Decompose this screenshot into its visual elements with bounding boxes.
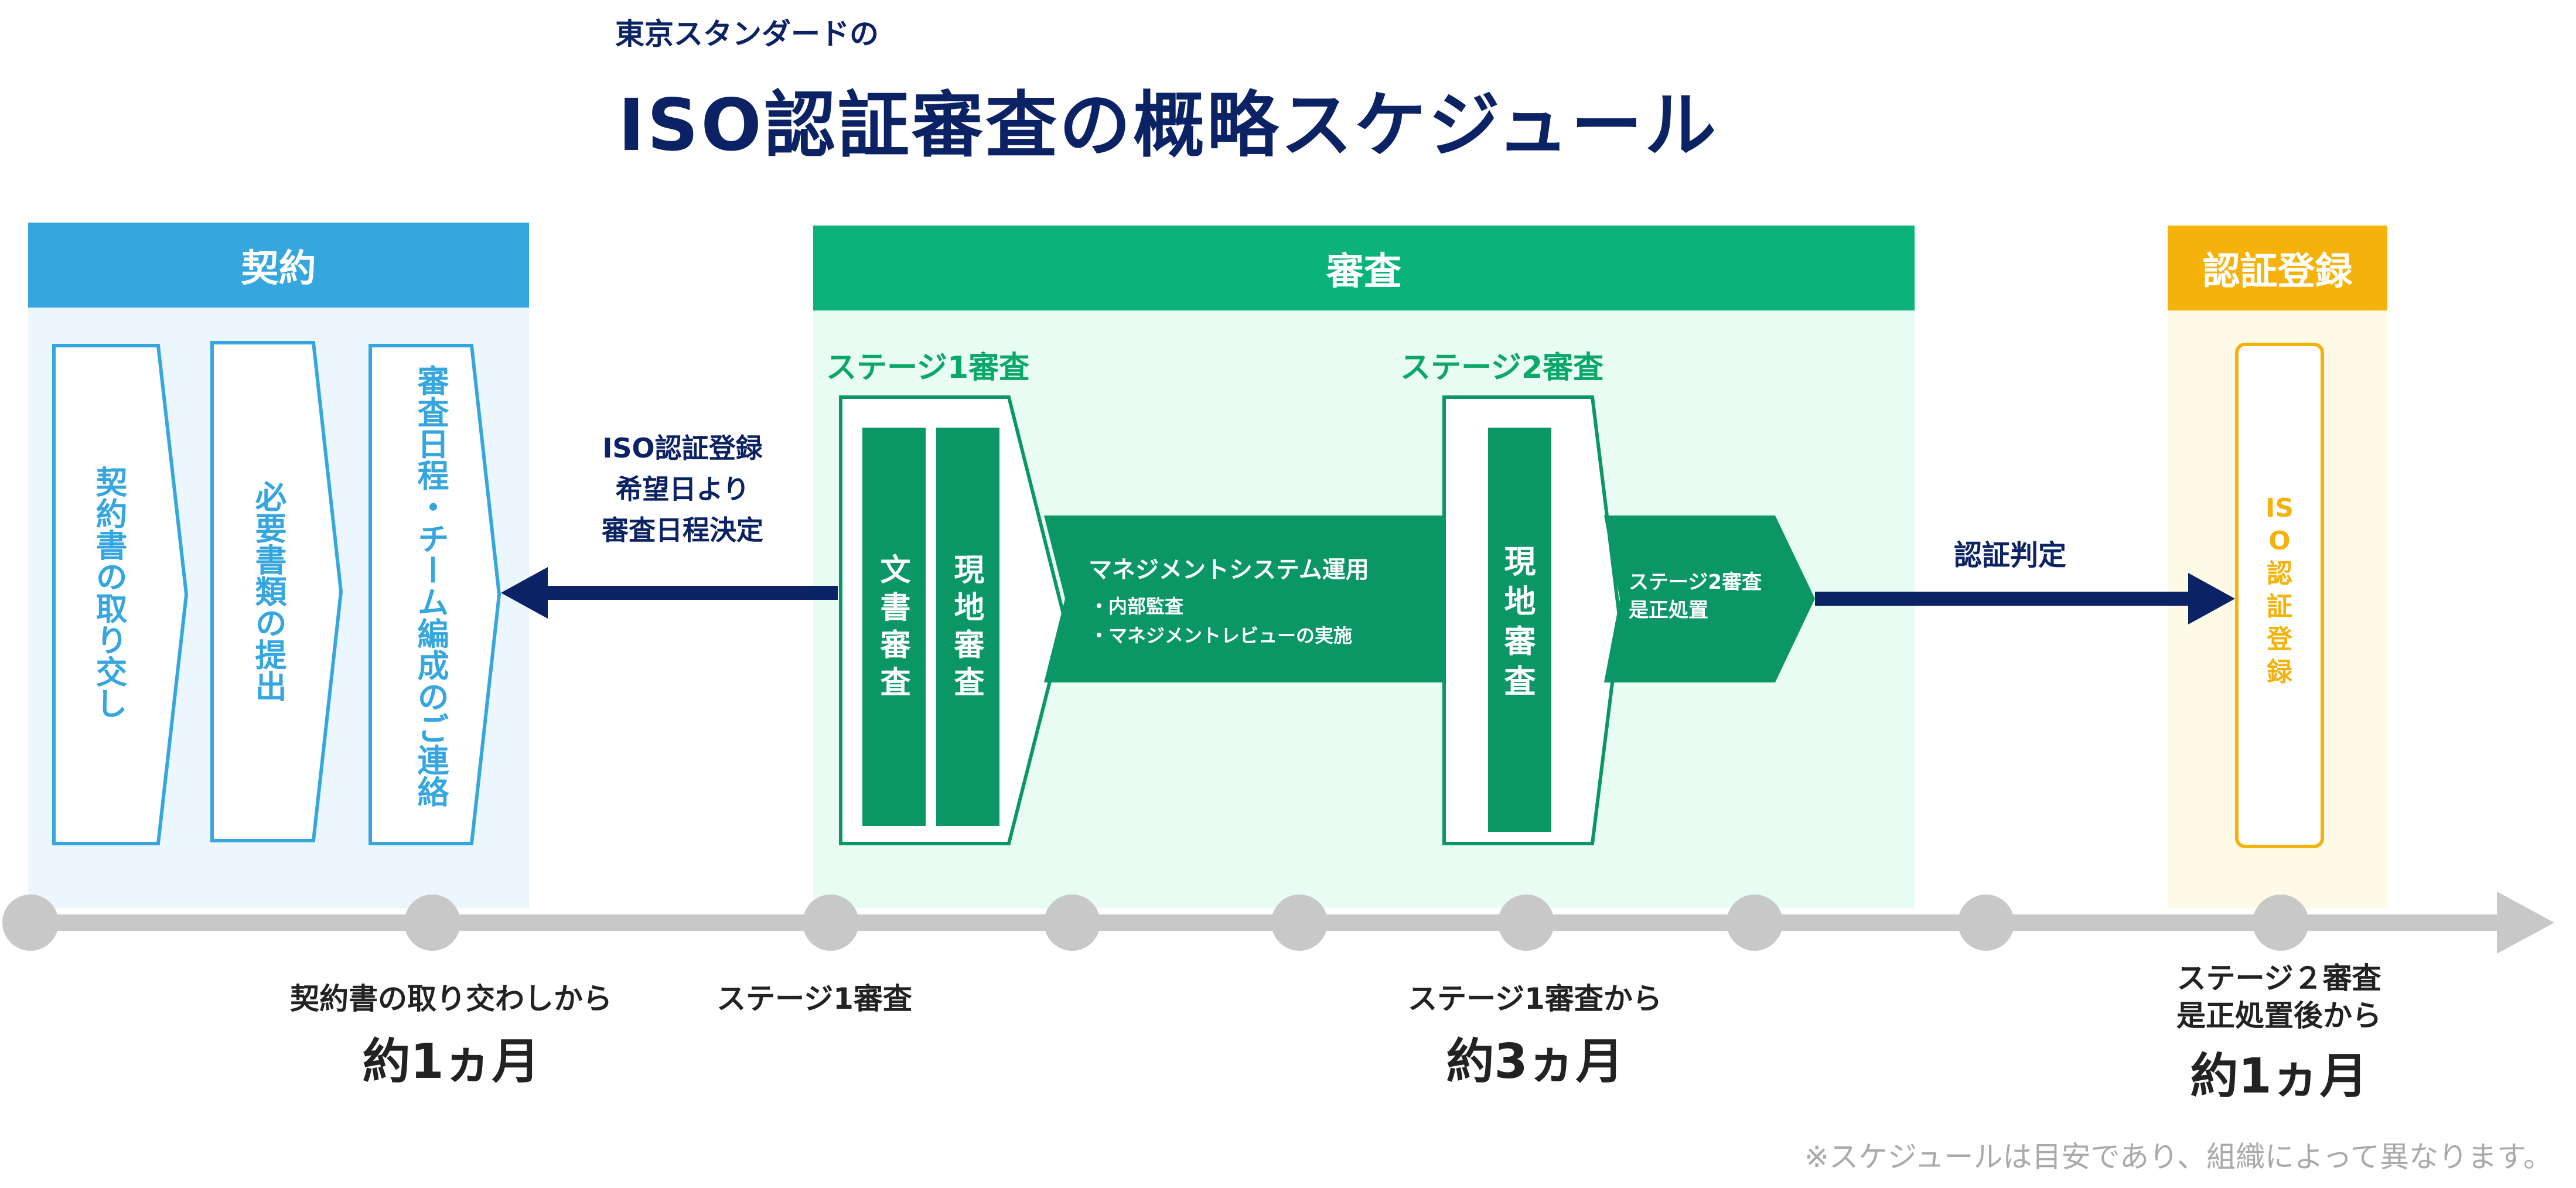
timeline-dot: [2253, 895, 2309, 951]
timeline-dots: [2, 895, 2309, 951]
correction-shape: [1604, 516, 1815, 682]
contract-step-2-shape: [210, 341, 343, 842]
timeline-dot: [803, 895, 859, 951]
timeline-label-1: 契約書の取り交わしから 約1ヵ月: [252, 975, 650, 1092]
schedule-note-line: ISO認証登録: [602, 432, 763, 464]
footnote: ※スケジュールは目安であり、組織によって異なります。: [1804, 1140, 2553, 1174]
timeline-label-main: 約1ヵ月: [362, 1034, 540, 1090]
contract-step-2: 必要書類の提出: [250, 480, 286, 702]
page-title: ISO認証審査の概略スケジュール: [618, 84, 1719, 167]
stage1-label: ステージ1審査: [826, 350, 1030, 385]
contract-header: 契約: [28, 223, 529, 308]
contract-step-1: 契約書の取り交し: [90, 466, 127, 719]
timeline-dot: [1727, 895, 1783, 951]
management-band: [1044, 516, 1442, 682]
timeline-label-sub: ステージ1審査から: [1408, 982, 1662, 1016]
timeline-dot: [2, 895, 59, 951]
contract-step-3-shape: [369, 344, 501, 845]
timeline-label-main: 約1ヵ月: [2190, 1049, 2368, 1104]
timeline-label-sub: ステージ1審査: [716, 982, 912, 1016]
left-arrow-head: [501, 567, 548, 619]
registration-header: 認証登録: [2168, 226, 2387, 310]
timeline-arrowhead: [2497, 892, 2554, 954]
timeline-dot: [404, 895, 460, 951]
timeline-dot: [1958, 895, 2014, 951]
schedule-note-line: 審査日程決定: [602, 514, 763, 546]
stage1-doc-box: [862, 428, 926, 826]
correction-text: ステージ2審査 是正処置: [1629, 568, 1762, 624]
timeline-label-2: ステージ1審査: [691, 975, 937, 1018]
registration-box-line: ISO認証登録: [2265, 493, 2294, 687]
schedule-note-line: 希望日より: [615, 473, 750, 505]
stage1-doc-text: 文書審査: [875, 554, 910, 704]
stage1-site-text: 現地審査: [948, 554, 984, 704]
management-item-1: ・内部監査: [1090, 595, 1184, 617]
contract-step-1-shape: [52, 344, 189, 845]
right-arrow-head: [2188, 573, 2235, 624]
timeline-label-sub2: 是正処置後から: [2176, 999, 2381, 1033]
correction-line: ステージ2審査: [1629, 571, 1762, 594]
stage2-site-text: 現地審査: [1499, 545, 1536, 704]
timeline-dot: [1044, 895, 1100, 951]
registration-box-shape: [2235, 343, 2324, 848]
timeline-label-4: ステージ２審査 是正処置後から 約1ヵ月: [2109, 960, 2449, 1107]
timeline-dot: [1498, 895, 1554, 951]
management-title: マネジメントシステム運用: [1089, 557, 1369, 583]
timeline-label-sub: 契約書の取り交わしから: [290, 982, 612, 1016]
certification-decision: 認証判定: [1954, 539, 2067, 572]
timeline-dot: [1271, 895, 1328, 951]
audit-header: 審査: [813, 226, 1915, 310]
correction-line: 是正処置: [1629, 599, 1708, 622]
timeline-label-sub: ステージ２審査: [2176, 961, 2381, 995]
timeline-label-3: ステージ1審査から 約3ヵ月: [1336, 975, 1734, 1092]
stage1-site-box: [936, 428, 999, 826]
management-item-2: ・マネジメントレビューの実施: [1090, 624, 1353, 647]
subtitle: 東京スタンダードの: [615, 17, 879, 51]
schedule-note: ISO認証登録 希望日より 審査日程決定: [559, 428, 806, 551]
registration-box-text: ISO認証登録: [2237, 492, 2322, 689]
stage2-label: ステージ2審査: [1400, 350, 1604, 385]
contract-step-3: 審査日程・チーム編成のご連絡: [412, 364, 449, 807]
stage2-site-box: [1488, 428, 1551, 832]
timeline-label-main: 約3ヵ月: [1446, 1034, 1624, 1090]
